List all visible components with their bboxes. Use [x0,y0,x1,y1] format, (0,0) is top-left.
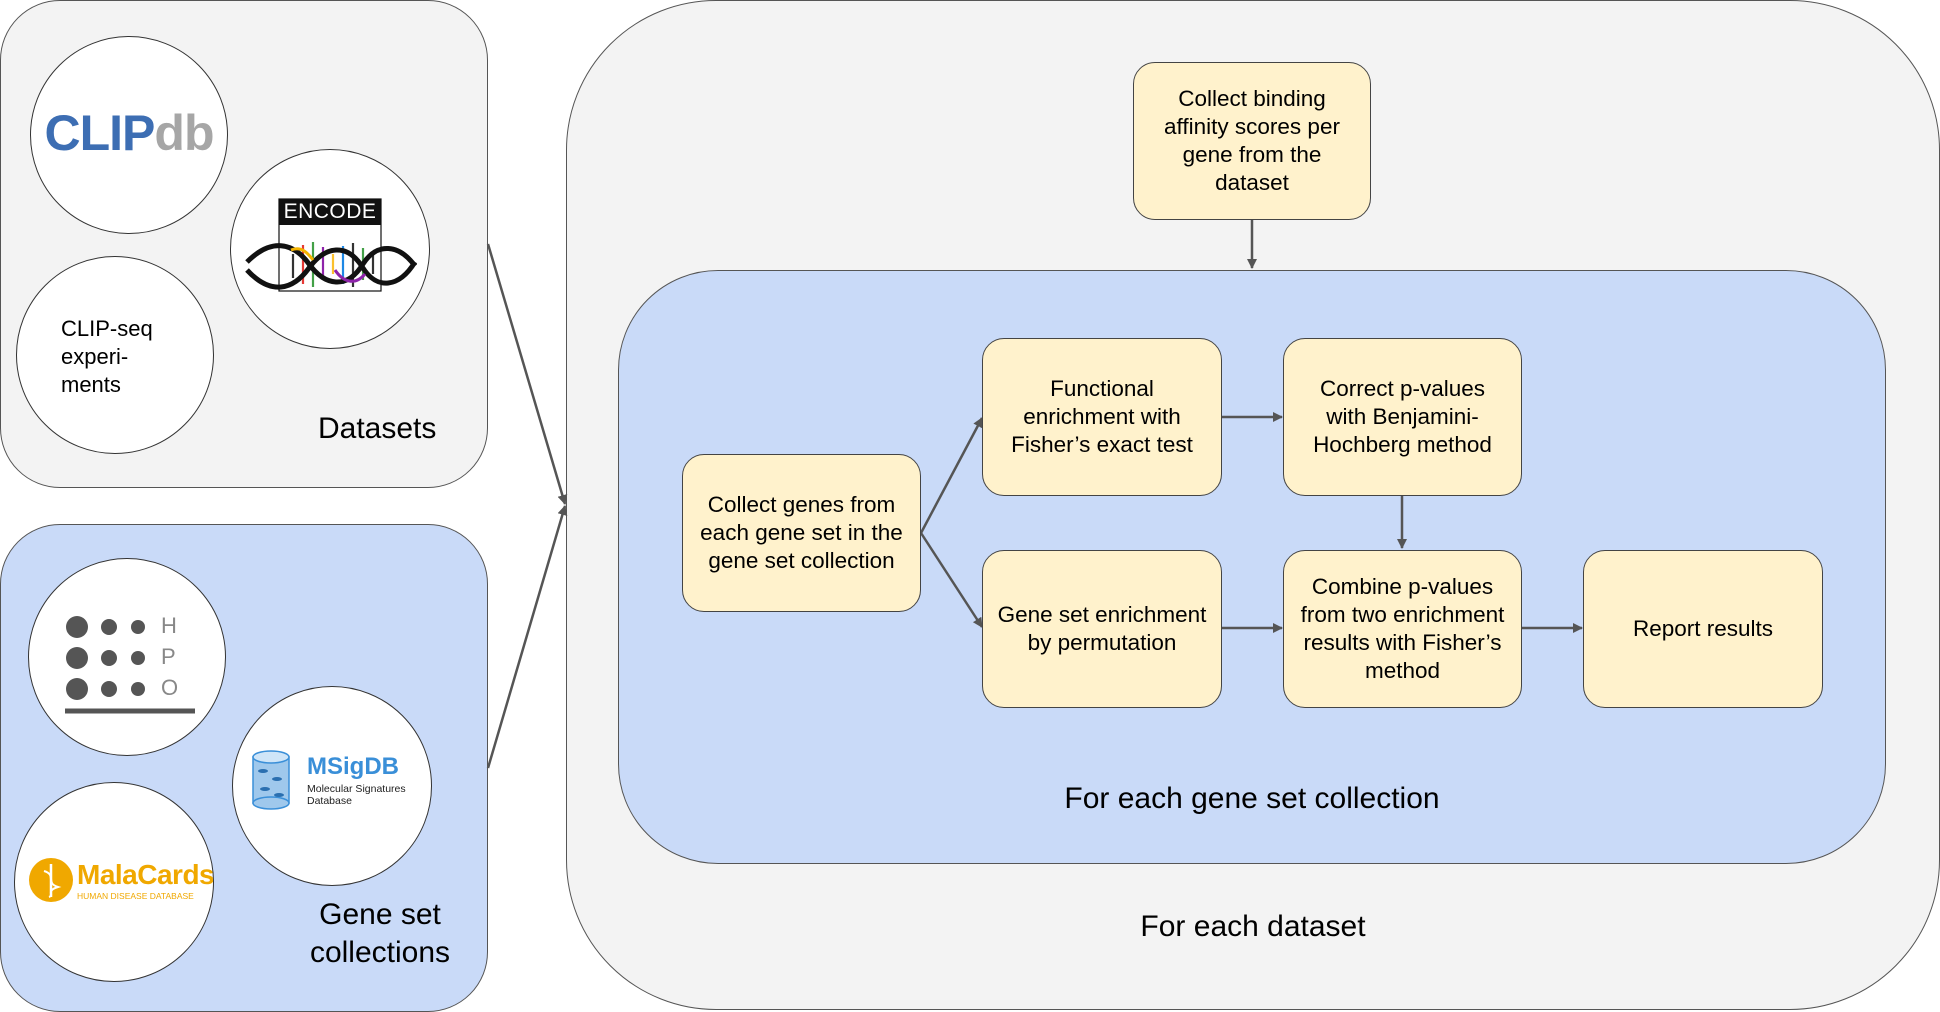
for-each-dataset-label: For each dataset [1140,910,1366,943]
clipdb-logo: CLIPdb [30,36,228,234]
clipdb-logo-clip: CLIP [44,105,156,161]
gene-set-collections-label: Gene set collections [309,898,451,969]
malacards-title: MalaCards [77,859,214,890]
hpo-letter-p: P [161,644,176,669]
malacards-subtitle: HUMAN DISEASE DATABASE [77,891,194,901]
dna-helix-icon [245,198,418,292]
step-correct-p-values: Correct p-values with Benjamini-Hochberg… [1283,338,1522,496]
database-icon [252,750,290,810]
clip-seq-experiments-circle: CLIP-seq experi- ments [16,256,214,454]
malacards-caduceus-icon [29,858,73,902]
clipdb-logo-db: db [154,105,214,161]
step-gene-set-permutation: Gene set enrichment by permutation [982,550,1222,708]
step-collect-binding-scores: Collect binding affinity scores per gene… [1133,62,1371,220]
step-collect-genes: Collect genes from each gene set in the … [682,454,921,612]
msigdb-logo: MSigDB Molecular Signatures Database [232,686,432,886]
encode-label: ENCODE [279,199,381,225]
hpo-letter-h: H [161,613,177,638]
step-functional-enrichment: Functional enrichment with Fisher’s exac… [982,338,1222,496]
encode-logo: ENCODE [230,149,430,349]
for-each-gene-set-collection-label: For each gene set collection [1064,782,1440,815]
hpo-letter-o: O [161,675,179,700]
malacards-logo: MalaCards HUMAN DISEASE DATABASE [14,782,214,982]
clip-seq-experiments-text: CLIP-seq experi- ments [61,316,153,397]
arrow-genes-to-functional [919,417,984,534]
arrow-datasets-to-pipeline [486,243,568,505]
hpo-logo: H P O [28,558,226,756]
step-report-results: Report results [1583,550,1823,708]
arrow-genes-to-permutation [919,532,984,628]
hpo-dots-icon [65,616,195,714]
arrow-genesets-to-pipeline [486,505,568,769]
msigdb-subtitle: Molecular Signatures Database [307,783,406,807]
step-combine-p-values: Combine p-values from two enrichment res… [1283,550,1522,708]
datasets-label: Datasets [318,412,437,445]
msigdb-title: MSigDB [307,753,399,780]
